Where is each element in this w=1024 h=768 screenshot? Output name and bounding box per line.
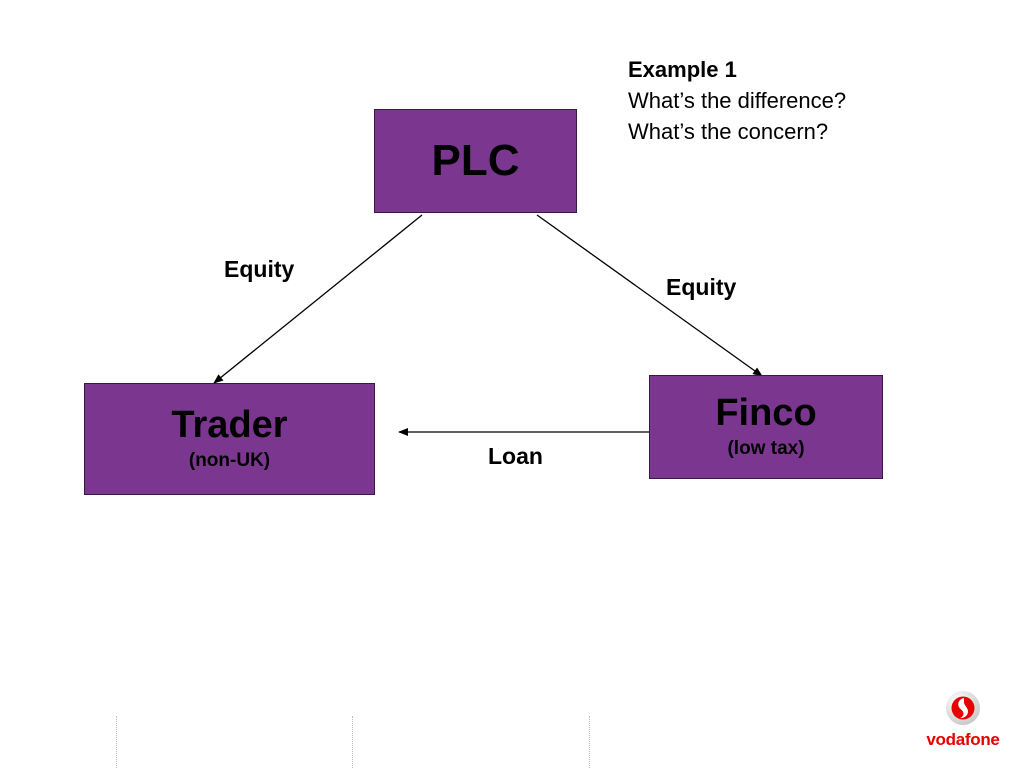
node-finco-name: Finco bbox=[715, 392, 817, 435]
node-finco: Finco (low tax) bbox=[649, 375, 883, 479]
edge-label-plc-trader: Equity bbox=[224, 256, 295, 282]
edge-label-finco-trader: Loan bbox=[488, 443, 543, 469]
vodafone-wordmark: vodafone bbox=[926, 730, 1000, 749]
note-question-concern: What’s the concern? bbox=[628, 119, 829, 144]
vodafone-speechmark-icon bbox=[946, 691, 980, 725]
node-plc: PLC bbox=[374, 109, 577, 213]
node-plc-name: PLC bbox=[431, 135, 520, 185]
arrow-plc-to-trader bbox=[213, 214, 423, 384]
footer-divider bbox=[352, 716, 353, 768]
node-trader-subtitle: (non-UK) bbox=[188, 449, 271, 471]
node-trader-name: Trader bbox=[171, 404, 288, 447]
node-finco-subtitle: (low tax) bbox=[727, 437, 805, 459]
arrow-plc-to-finco bbox=[536, 214, 763, 377]
vodafone-logo: vodafone bbox=[918, 690, 1008, 752]
node-trader: Trader (non-UK) bbox=[84, 383, 375, 495]
question-note: Example 1 What’s the difference? What’s … bbox=[628, 54, 846, 147]
note-question-difference: What’s the difference? bbox=[628, 88, 847, 113]
footer-divider bbox=[589, 716, 590, 768]
edge-label-plc-finco: Equity bbox=[666, 274, 737, 300]
footer-divider bbox=[116, 716, 117, 768]
note-title: Example 1 bbox=[628, 57, 737, 82]
